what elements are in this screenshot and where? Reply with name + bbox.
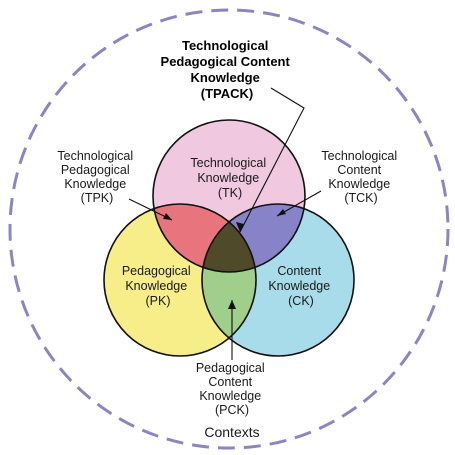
tpk-arrowhead [163, 213, 172, 220]
tpack-label-line-4: (TPACK) [201, 86, 253, 101]
tpack-label-line-2: Pedagogical Content [161, 54, 291, 69]
tck-label: Technological Content Knowledge (TCK) [321, 149, 400, 205]
pck-label-line-2: Content [208, 375, 252, 389]
tpack-label-line-3: Knowledge [191, 70, 260, 85]
tck-label-line-2: Content [337, 163, 381, 177]
tpk-label-line-4: (TPK) [81, 191, 114, 205]
tck-arrowhead [277, 209, 286, 216]
pk-label-line-2: Knowledge [125, 279, 187, 293]
tpack-label: Technological Pedagogical Content Knowle… [161, 38, 294, 101]
tk-label-line-2: Knowledge [197, 171, 259, 185]
tck-label-line-4: (TCK) [344, 191, 377, 205]
pck-arrowhead [228, 300, 236, 309]
tpk-label-line-1: Technological [57, 149, 133, 163]
ck-label-line-2: Knowledge [268, 279, 330, 293]
pk-label-line-1: Pedagogical [122, 264, 191, 278]
pck-label-line-3: Knowledge [199, 389, 261, 403]
pck-label-line-1: Pedagogical [196, 361, 265, 375]
tk-label-line-3: (TK) [218, 186, 242, 200]
tpack-leader-line [239, 87, 305, 233]
contexts-label: Contexts [204, 424, 259, 440]
ck-label: Content Knowledge (CK) [268, 264, 333, 308]
ck-label-line-3: (CK) [288, 294, 314, 308]
tpk-label-line-3: Knowledge [64, 177, 126, 191]
tpack-label-line-1: Technological [182, 38, 268, 53]
ck-outline [201, 203, 355, 357]
pk-outline [103, 203, 257, 357]
pck-label: Pedagogical Content Knowledge (PCK) [196, 361, 268, 417]
tpack-region [202, 204, 256, 272]
tk-label: Technological Knowledge (TK) [190, 156, 269, 200]
pck-label-line-4: (PCK) [215, 403, 249, 417]
tpk-label: Technological Pedagogical Knowledge (TPK… [57, 149, 136, 205]
tpk-label-line-2: Pedagogical [61, 163, 130, 177]
tck-label-line-3: Knowledge [328, 177, 390, 191]
tk-label-line-1: Technological [190, 156, 266, 170]
pk-label: Pedagogical Knowledge (PK) [122, 264, 194, 308]
pk-label-line-3: (PK) [146, 294, 171, 308]
ck-label-line-1: Content [277, 264, 321, 278]
contexts-boundary [8, 8, 450, 450]
tpack-arrowhead [236, 222, 244, 232]
tck-label-line-1: Technological [321, 149, 397, 163]
tk-outline [152, 119, 306, 273]
